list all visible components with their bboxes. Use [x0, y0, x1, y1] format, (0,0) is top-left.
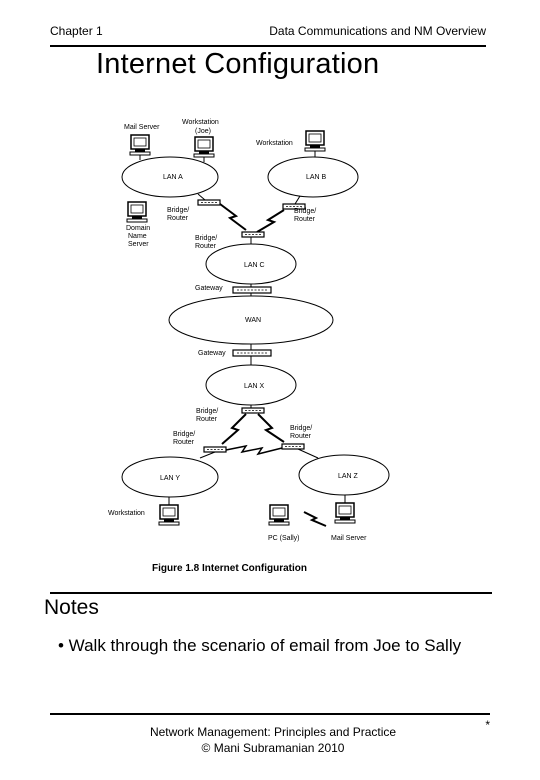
- lan-b-label: LAN B: [306, 174, 327, 181]
- mail-server-top-icon: [129, 134, 151, 156]
- pc-sally-icon: [268, 504, 290, 526]
- figure-caption: Figure 1.8 Internet Configuration: [152, 563, 307, 574]
- notes-bullet: • Walk through the scenario of email fro…: [58, 636, 462, 655]
- bridge-router-x-sub: Router: [196, 416, 218, 423]
- bridge-router-b-sub: Router: [294, 216, 316, 223]
- gateway-bottom-label: Gateway: [198, 350, 226, 357]
- wan-label: WAN: [245, 317, 261, 324]
- bridge-router-z-sub: Router: [290, 433, 312, 440]
- mail-server-bottom-label: Mail Server: [331, 535, 367, 542]
- lan-x-label: LAN X: [244, 383, 265, 390]
- topic-label: Data Communications and NM Overview: [269, 24, 486, 38]
- workstation-joe-label: Workstation: [182, 119, 219, 126]
- link-x-y: [221, 413, 247, 445]
- bridge-router-a-label: Bridge/: [167, 207, 189, 214]
- dns-server-icon: [126, 201, 148, 223]
- pc-sally-label: PC (Sally): [268, 535, 300, 542]
- bridge-router-a-sub: Router: [167, 215, 189, 222]
- dns-label-1: Domain: [126, 225, 150, 232]
- lan-a-ellipse: [121, 156, 219, 198]
- bridge-router-y-sub: Router: [173, 439, 195, 446]
- link-y-z: [225, 444, 283, 456]
- bridge-router-c-icon: [241, 231, 265, 238]
- footer-rule: [50, 713, 490, 715]
- link-b-c: [256, 209, 285, 233]
- footer-copyright: © Mani Subramanian 2010: [201, 741, 345, 755]
- footer-mark: *: [485, 718, 490, 732]
- lan-a-label: LAN A: [163, 174, 183, 181]
- mail-server-top-label: Mail Server: [124, 124, 160, 131]
- bridge-router-z-label: Bridge/: [290, 425, 312, 432]
- lan-c-label: LAN C: [244, 262, 265, 269]
- bridge-router-x-icon: [241, 407, 265, 414]
- bridge-router-y-icon: [203, 446, 227, 453]
- lan-y-ellipse: [121, 456, 219, 498]
- footer-book-title: Network Management: Principles and Pract…: [149, 725, 397, 739]
- workstation-top-right-icon: [304, 130, 326, 152]
- lan-y-label: LAN Y: [160, 475, 180, 482]
- workstation-joe-icon: [193, 136, 215, 158]
- gateway-top-icon: [232, 286, 272, 294]
- bridge-router-c-label: Bridge/: [195, 235, 217, 242]
- internet-configuration-diagram: LAN A LAN B LAN C WAN LAN X LAN Y LAN Z …: [108, 119, 390, 574]
- workstation-bottom-label: Workstation: [108, 510, 145, 517]
- workstation-top-right-label: Workstation: [256, 140, 293, 147]
- gateway-top-label: Gateway: [195, 285, 223, 292]
- mail-server-bottom-icon: [334, 502, 356, 524]
- workstation-joe-sub: (Joe): [195, 128, 211, 135]
- gateway-bottom-icon: [232, 349, 272, 357]
- header-rule: [50, 45, 486, 47]
- bridge-router-a-icon: [197, 199, 221, 206]
- chapter-label: Chapter 1: [50, 24, 103, 38]
- bridge-router-z-icon: [281, 443, 305, 450]
- link-x-z: [257, 413, 285, 443]
- link-sally-mail: [303, 511, 327, 527]
- lan-z-ellipse: [298, 454, 390, 496]
- notes-rule: [50, 592, 492, 594]
- bridge-router-y-label: Bridge/: [173, 431, 195, 438]
- bridge-router-x-label: Bridge/: [196, 408, 218, 415]
- lan-z-label: LAN Z: [338, 473, 359, 480]
- bridge-router-c-sub: Router: [195, 243, 217, 250]
- dns-label-3: Server: [128, 241, 149, 248]
- bridge-router-b-label: Bridge/: [294, 208, 316, 215]
- slide-title: Internet Configuration: [96, 48, 380, 80]
- notes-heading: Notes: [44, 596, 99, 619]
- dns-label-2: Name: [128, 233, 147, 240]
- workstation-bottom-icon: [158, 504, 180, 526]
- lan-b-ellipse: [267, 156, 359, 198]
- link-a-c: [219, 203, 247, 231]
